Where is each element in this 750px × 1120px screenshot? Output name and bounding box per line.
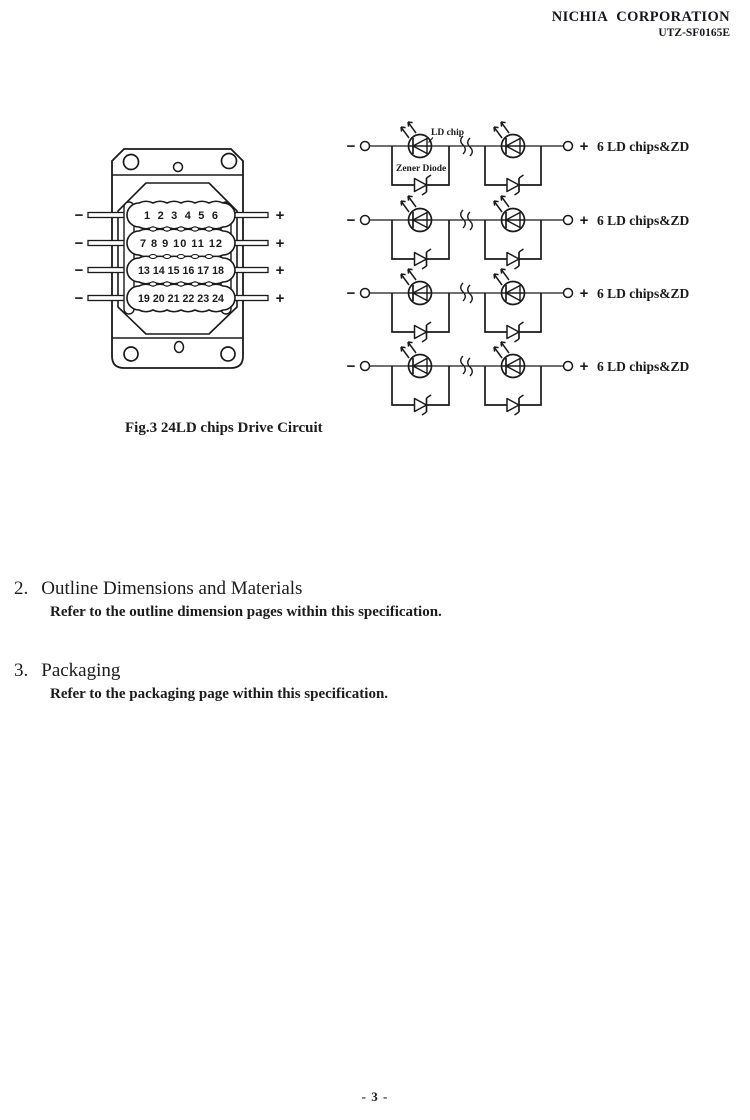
svg-text:+: + xyxy=(276,262,285,279)
chip-bars xyxy=(126,200,236,313)
circuit-row xyxy=(347,342,690,415)
svg-text:+: + xyxy=(276,290,285,307)
svg-text:+: + xyxy=(276,235,285,252)
circuit-row xyxy=(347,196,690,269)
pin-row-4: 19 20 21 22 23 24 xyxy=(138,293,225,305)
section-title: Outline Dimensions and Materials xyxy=(41,578,303,599)
svg-text:+: + xyxy=(276,207,285,224)
section-body-text: Refer to the outline dimension pages wit… xyxy=(50,604,442,620)
package-diagram: 1 2 3 4 5 6 7 8 9 10 11 12 13 14 15 16 1… xyxy=(75,148,285,369)
package-polarity-labels: − − − − + + + + xyxy=(75,207,285,307)
svg-text:−: − xyxy=(75,235,84,252)
figure-caption: Fig.3 24LD chips Drive Circuit xyxy=(125,420,323,436)
pin-row-1: 1 2 3 4 5 6 xyxy=(144,210,218,222)
section-heading: 3. Packaging xyxy=(0,660,720,682)
section-heading: 2. Outline Dimensions and Materials xyxy=(0,578,720,600)
index-hole xyxy=(172,161,184,173)
circuit-row xyxy=(347,269,690,342)
index-hole xyxy=(173,340,185,354)
cavity-side-strip xyxy=(123,201,135,315)
section-number: 3. xyxy=(14,660,29,681)
svg-text:−: − xyxy=(75,262,84,279)
mount-hole xyxy=(122,153,140,171)
mount-hole xyxy=(123,346,139,362)
pin-row-3: 13 14 15 16 17 18 xyxy=(138,265,224,277)
svg-text:−: − xyxy=(75,207,84,224)
svg-text:−: − xyxy=(75,290,84,307)
section-title: Packaging xyxy=(41,660,121,681)
document-number: UTZ-SF0165E xyxy=(658,27,730,40)
drive-circuit-diagram: − + 6 LD chips&ZD LD xyxy=(335,95,750,415)
package-leads xyxy=(87,211,269,302)
section-packaging: 3. Packaging Refer to the packaging page … xyxy=(0,660,720,703)
section-outline-dimensions: 2. Outline Dimensions and Materials Refer… xyxy=(0,578,720,621)
bar-junction-dots xyxy=(149,226,213,287)
section-number: 2. xyxy=(14,578,29,599)
section-body-text: Refer to the packaging page within this … xyxy=(50,686,389,702)
mount-hole xyxy=(220,152,238,170)
page-number: - 3 - xyxy=(361,1089,389,1104)
ld-chip-callout: LD chip xyxy=(431,128,464,138)
pin-row-2: 7 8 9 10 11 12 xyxy=(140,238,222,250)
mount-hole xyxy=(220,346,236,362)
company-name: NICHIA CORPORATION xyxy=(551,9,730,25)
zener-diode-callout: Zener Diode xyxy=(396,164,446,174)
circuit-row xyxy=(347,122,690,195)
page-header: NICHIA CORPORATION UTZ-SF0165E xyxy=(552,8,730,41)
